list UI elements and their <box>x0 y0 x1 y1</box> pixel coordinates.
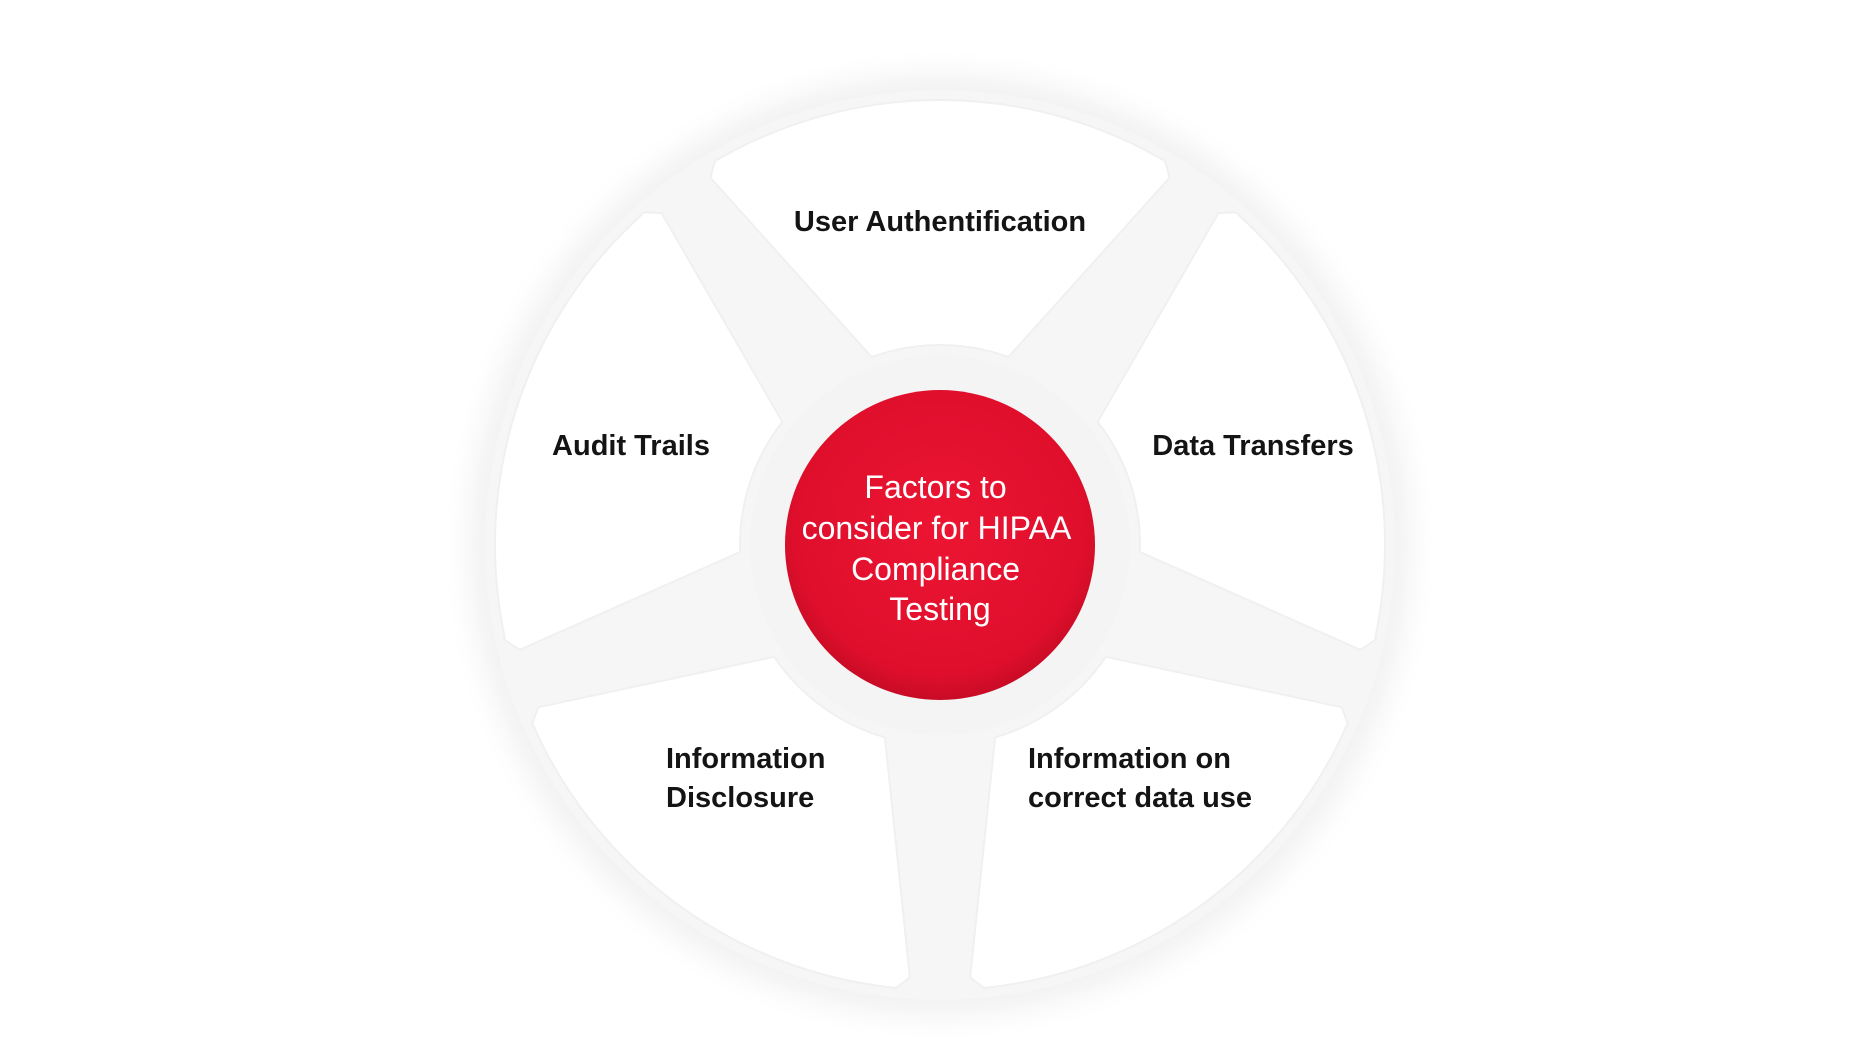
factor-labels: User Authentification Data Transfers Inf… <box>552 206 1354 814</box>
factor-label-user-authentification: User Authentification <box>794 206 1086 238</box>
petal-user-authentification <box>709 99 1171 359</box>
factor-label-audit-trails: Audit Trails <box>552 430 710 462</box>
center-node: Factors to consider for HIPAA Compliance… <box>785 390 1095 700</box>
factor-label-line: Information on <box>1028 743 1231 775</box>
center-title: Factors to consider for HIPAA Compliance… <box>802 469 1079 627</box>
petal-information-on-correct-data-use <box>969 655 1349 990</box>
center-title-line: Compliance <box>851 551 1020 587</box>
petal-information-disclosure <box>531 655 911 990</box>
center-title-line: consider for HIPAA <box>802 510 1072 546</box>
factor-label-line: correct data use <box>1028 782 1252 814</box>
factor-label-line: Disclosure <box>666 782 814 814</box>
petal-group <box>494 99 1386 990</box>
factor-label-line: Data Transfers <box>1152 430 1354 462</box>
factor-label-information-on-correct-data-use: Information on correct data use <box>1028 743 1252 814</box>
center-title-line: Testing <box>889 591 990 627</box>
petal-audit-trails <box>494 211 784 651</box>
factor-label-line: Information <box>666 743 826 775</box>
center-title-line: Factors to <box>864 469 1006 505</box>
factor-label-data-transfers: Data Transfers <box>1152 430 1354 462</box>
factor-label-line: Audit Trails <box>552 430 710 462</box>
petal-data-transfers <box>1096 211 1386 651</box>
factor-label-line: User Authentification <box>794 206 1086 238</box>
center-circle <box>785 390 1095 700</box>
factor-label-information-disclosure: Information Disclosure <box>666 743 834 814</box>
